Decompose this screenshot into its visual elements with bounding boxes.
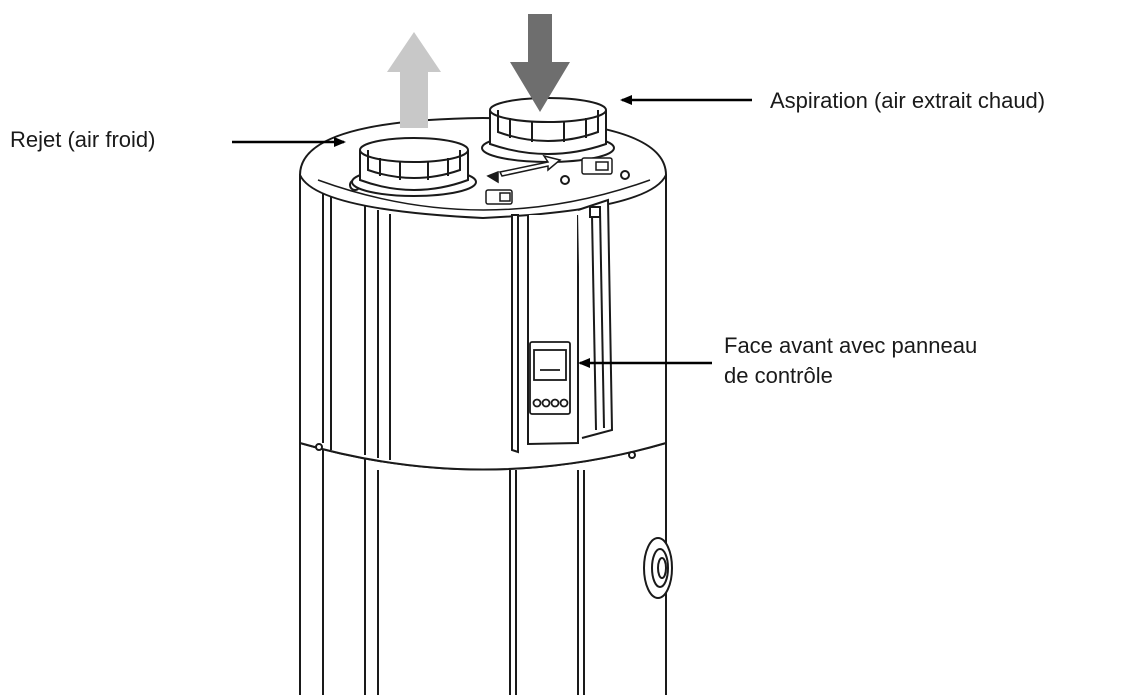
face-avant-label-line2: de contrôle xyxy=(724,363,833,388)
duct-direction-marker xyxy=(485,154,613,205)
arrow-down-icon xyxy=(510,14,570,112)
exhaust-duct xyxy=(351,137,477,197)
aspiration-label: Aspiration (air extrait chaud) xyxy=(770,88,1046,113)
intake-duct xyxy=(481,97,615,163)
rejet-label: Rejet (air froid) xyxy=(10,127,156,152)
side-connection xyxy=(643,537,673,599)
face-avant-label-line1: Face avant avec panneau xyxy=(724,333,978,358)
arrow-up-icon xyxy=(387,32,441,128)
face-avant-label: Face avant avec panneau de contrôle xyxy=(724,331,977,391)
control-panel xyxy=(529,341,571,415)
tank-body xyxy=(299,442,667,695)
